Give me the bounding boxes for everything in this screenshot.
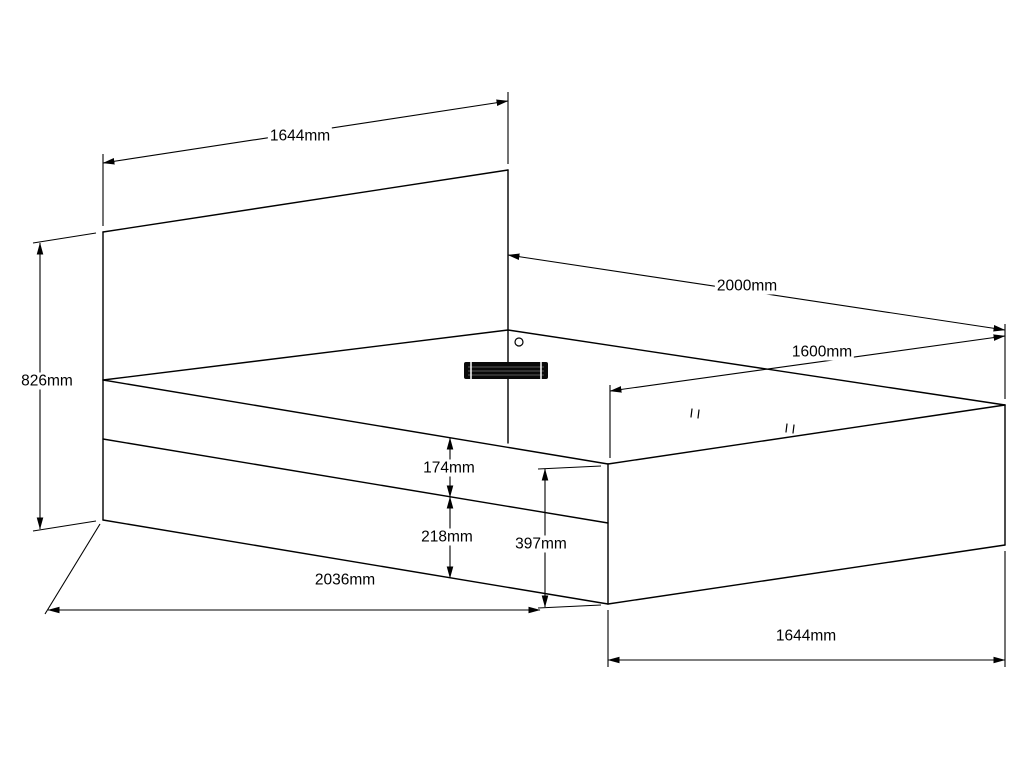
bracket-hole-icon	[514, 337, 524, 347]
center-support-bracket	[464, 337, 548, 379]
footboard-outline	[607, 404, 1006, 605]
dim-label-bed-length: 2000mm	[714, 277, 780, 295]
dim-label-footboard-height: 397mm	[513, 535, 569, 553]
dim-footboard-width	[607, 551, 1006, 667]
dim-label-rail-height: 174mm	[421, 459, 477, 477]
dim-overall-length	[44, 523, 541, 615]
dim-label-footboard-width: 1644mm	[773, 627, 839, 645]
dim-headboard-width	[102, 92, 509, 226]
dim-label-overall-length: 2036mm	[312, 571, 378, 589]
dim-label-clearance-height: 218mm	[419, 528, 475, 546]
side-rails-outline	[102, 329, 1006, 605]
dim-label-bed-width: 1600mm	[789, 343, 855, 361]
dim-label-headboard-width: 1644mm	[267, 127, 333, 145]
slat-tick-marks	[690, 408, 795, 434]
dim-label-headboard-height: 826mm	[19, 372, 75, 390]
dim-bed-width	[609, 334, 1006, 458]
